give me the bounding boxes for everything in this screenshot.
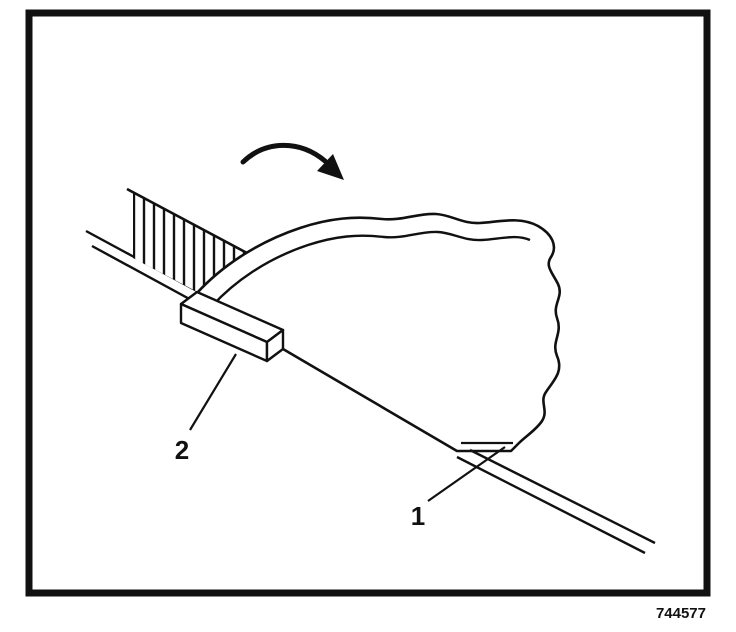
weatherstrip-part [195,212,561,453]
leader-line-2 [189,353,237,431]
figure-frame [25,9,711,597]
part-label-1: 1 [411,501,425,531]
figure-number: 744577 [656,605,706,622]
part-label-2: 2 [175,435,189,465]
panel-edge-lines-lower [456,448,656,555]
curved-arrow-icon [240,142,344,180]
leader-line-1 [427,446,506,502]
leader-lines [189,353,506,502]
retainer-block [179,290,285,363]
